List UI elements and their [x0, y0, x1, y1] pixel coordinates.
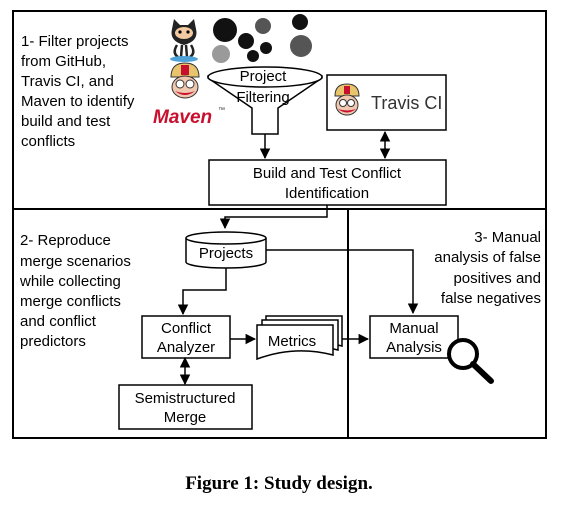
- build-test-label-line-1: Build and Test Conflict: [253, 165, 402, 182]
- dot-icon: [260, 42, 272, 54]
- conflict-analyzer-label-line-2: Analyzer: [157, 339, 215, 356]
- dot-icon: [247, 50, 259, 62]
- figure-caption: Figure 1: Study design.: [185, 473, 373, 494]
- arrow-projects-to-analyzer: [177, 268, 227, 316]
- panel1-text-line-4: Maven to identify: [21, 93, 135, 110]
- panel2-text-line-1: 2- Reproduce: [20, 232, 111, 249]
- panel2-text-line-3: while collecting: [19, 273, 121, 290]
- panel3-text-line-2: analysis of false: [434, 249, 541, 266]
- metrics-documents: Metrics: [256, 315, 343, 361]
- projects-database: Projects: [185, 231, 267, 269]
- github-octocat-icon: [170, 19, 198, 62]
- dot-icon: [290, 35, 312, 57]
- diagram-frame: [12, 10, 547, 439]
- panel3-text-line-3: positives and: [453, 270, 541, 287]
- maven-trademark: ™: [218, 107, 225, 114]
- project-filtering-funnel: Project Filtering: [207, 66, 323, 135]
- arrow-build-to-projects: [219, 205, 328, 230]
- dot-icon: [238, 33, 254, 49]
- magnifier-icon: [447, 338, 494, 384]
- build-test-conflict-box: Build and Test Conflict Identification: [208, 159, 447, 206]
- dot-icon: [292, 14, 308, 30]
- panel1-text-line-2: from GitHub,: [21, 53, 106, 70]
- panel2-description: 2- Reproduce merge scenarios while colle…: [19, 232, 131, 350]
- semistructured-merge-box: Semistructured Merge: [118, 384, 253, 430]
- dot-icon: [255, 18, 271, 34]
- panel2-text-line-6: predictors: [20, 333, 86, 350]
- funnel-label-line-2: Filtering: [236, 89, 289, 106]
- maven-logo: Maven: [153, 107, 212, 128]
- panel1-description: 1- Filter projects from GitHub, Travis C…: [21, 33, 135, 150]
- panel3-text-line-4: false negatives: [441, 290, 541, 307]
- panel2-text-line-2: merge scenarios: [20, 253, 131, 270]
- projects-label: Projects: [199, 245, 253, 262]
- travis-mascot-icon: [334, 83, 360, 116]
- project-dots-cluster-icon: [212, 14, 312, 63]
- semistructured-label-line-1: Semistructured: [135, 390, 236, 407]
- dot-icon: [213, 18, 237, 42]
- panel1-text-line-5: build and test: [21, 113, 111, 130]
- panel1-text-line-3: Travis CI, and: [21, 73, 114, 90]
- maven-mascot-icon: [170, 62, 200, 99]
- panel1-text-line-6: conflicts: [21, 133, 75, 150]
- travis-ci-box: Travis CI: [326, 74, 447, 131]
- semistructured-label-line-2: Merge: [164, 409, 207, 426]
- manual-analysis-box: Manual Analysis: [369, 315, 459, 359]
- funnel-label-line-1: Project: [240, 68, 288, 85]
- panel2-text-line-5: and conflict: [20, 313, 97, 330]
- dot-icon: [212, 45, 230, 63]
- build-test-label-line-2: Identification: [285, 185, 369, 202]
- panel2-text-line-4: merge conflicts: [20, 293, 121, 310]
- conflict-analyzer-label-line-1: Conflict: [161, 320, 212, 337]
- panel3-description: 3- Manual analysis of false positives an…: [434, 229, 541, 307]
- panel3-text-line-1: 3- Manual: [474, 229, 541, 246]
- manual-analysis-label-line-1: Manual: [389, 320, 438, 337]
- panel1-text-line-1: 1- Filter projects: [21, 33, 129, 50]
- manual-analysis-label-line-2: Analysis: [386, 339, 442, 356]
- arrow-projects-to-manual: [266, 249, 419, 315]
- conflict-analyzer-box: Conflict Analyzer: [141, 315, 231, 359]
- travis-ci-logo: Travis CI: [371, 93, 442, 113]
- metrics-label: Metrics: [268, 333, 316, 350]
